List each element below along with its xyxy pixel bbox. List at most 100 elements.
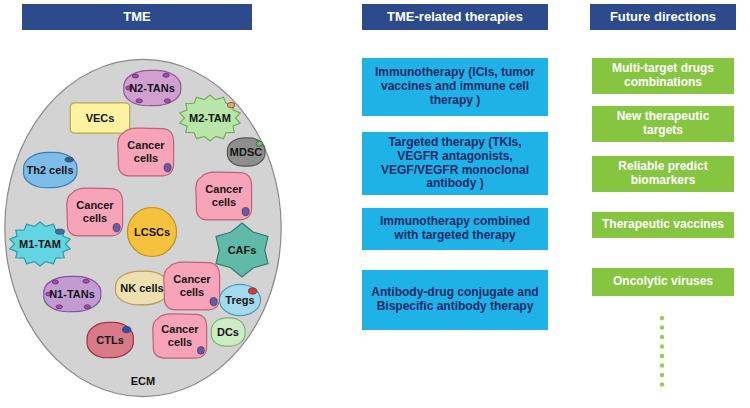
continuation-dot	[660, 363, 664, 367]
cell-shape: M1-TAM	[9, 222, 71, 266]
box-label: TME-related therapies	[387, 10, 523, 25]
cell-shape: NK cells	[112, 269, 172, 307]
therapy-box: Immunotherapy combined with targeted the…	[362, 208, 548, 250]
therapy-box: Targeted therapy (TKIs, VEGFR antagonist…	[362, 132, 548, 195]
column-header: Future directions	[590, 4, 736, 30]
cell-shape-outline	[10, 222, 70, 266]
cell-label: Cancer cells	[165, 273, 219, 298]
box-label: Future directions	[610, 10, 716, 25]
box-label: Immunotherapy combined with targeted the…	[368, 215, 542, 243]
granule	[164, 99, 170, 103]
cell-shape-outline	[180, 95, 240, 141]
box-label: Multi-target drugs combinations	[598, 62, 728, 90]
continuation-dot	[660, 344, 664, 348]
nucleus	[56, 229, 65, 234]
direction-box: Therapeutic vaccines	[592, 212, 734, 238]
cell-label: Cancer cells	[119, 139, 173, 164]
cell-shape-outline	[44, 276, 101, 311]
cell-shape: Cancer cells	[194, 170, 254, 222]
nucleus	[227, 102, 234, 108]
continuation-dots	[660, 316, 664, 387]
cell-label: Tregs	[225, 294, 254, 307]
box-label: Reliable predict biomarkers	[598, 160, 728, 188]
continuation-dot	[660, 316, 664, 320]
continuation-dot	[660, 373, 664, 377]
therapy-box: Immunotherapy (ICIs, tumor vaccines and …	[362, 58, 548, 116]
cell-label: Cancer cells	[197, 183, 251, 208]
cell-label: MDSC	[230, 146, 262, 159]
nucleus	[65, 157, 73, 162]
cell-shape-outline	[128, 208, 177, 257]
cell-label: CTLs	[96, 334, 124, 347]
box-label: Antibody-drug conjugate and Bispecific a…	[368, 286, 542, 314]
granule	[163, 73, 169, 77]
cell-shape-outline	[115, 271, 169, 305]
tme-circle: ECMN2-TANsVECsM2-TAMCancer cellsTh2 cell…	[2, 56, 284, 400]
nucleus	[113, 223, 120, 231]
nucleus	[248, 288, 256, 294]
cell-shape-outline	[67, 188, 123, 236]
cell-shape-outline	[153, 314, 207, 358]
granule	[83, 279, 89, 283]
cell-label: VECs	[86, 112, 115, 125]
cell-shape-outline	[227, 138, 265, 166]
direction-box: New therapeutic targets	[592, 106, 734, 142]
cell-shape: DCs	[209, 316, 247, 348]
cell-shape-outline	[216, 223, 268, 277]
continuation-dot	[660, 354, 664, 358]
cell-label: Th2 cells	[26, 164, 73, 177]
cell-shape: N1-TANs	[40, 274, 104, 314]
cell-shape-outline	[70, 103, 130, 133]
granule	[136, 99, 142, 103]
cell-shape: Tregs	[219, 284, 261, 316]
cell-shape: LCSCs	[127, 207, 177, 257]
cell-label: Cancer cells	[154, 323, 206, 348]
box-label: New therapeutic targets	[598, 110, 728, 138]
granule	[84, 305, 90, 309]
cell-shape-outline	[211, 318, 245, 346]
cell-shape: Cancer cells	[151, 312, 209, 360]
nucleus	[164, 163, 171, 171]
cell-shape-outline	[87, 322, 134, 357]
direction-box: Oncolytic viruses	[592, 268, 734, 296]
box-label: Immunotherapy (ICIs, tumor vaccines and …	[368, 66, 542, 107]
granule	[52, 280, 58, 284]
continuation-dot	[660, 325, 664, 329]
cell-shape: Cancer cells	[65, 186, 125, 238]
cell-shape-outline	[23, 152, 77, 187]
direction-box: Multi-target drugs combinations	[592, 58, 734, 94]
granule	[56, 305, 62, 309]
cell-label: M2-TAM	[189, 112, 231, 125]
cell-shape-outline	[219, 284, 260, 315]
cell-label: ECM	[131, 375, 155, 388]
cell-shape-outline	[124, 70, 181, 105]
box-label: TME	[123, 10, 150, 25]
cell-shape: Th2 cells	[20, 150, 80, 190]
cell-shape: MDSC	[225, 136, 267, 168]
nucleus	[122, 326, 130, 332]
cell-label: N2-TANs	[129, 82, 175, 95]
cell-shape: CAFs	[212, 223, 272, 277]
cell-label: N1-TANs	[49, 288, 95, 301]
nucleus	[256, 141, 263, 146]
tme-circle-outline	[5, 59, 281, 396]
cell-label: LCSCs	[134, 226, 170, 239]
cell-shape: Cancer cells	[162, 260, 222, 312]
box-label: Targeted therapy (TKIs, VEGFR antagonist…	[368, 136, 542, 191]
nucleus	[197, 347, 204, 355]
cell-shape-outline	[196, 172, 252, 220]
cell-shape: Cancer cells	[116, 126, 176, 178]
cell-label: CAFs	[228, 244, 257, 257]
cell-label: Cancer cells	[68, 199, 122, 224]
cell-label: M1-TAM	[19, 238, 61, 251]
cell-label: DCs	[217, 326, 239, 339]
direction-box: Reliable predict biomarkers	[592, 156, 734, 192]
cell-label: NK cells	[120, 282, 163, 295]
granule	[132, 74, 138, 78]
box-label: Oncolytic viruses	[613, 275, 713, 289]
continuation-dot	[660, 335, 664, 339]
nucleus	[242, 207, 249, 215]
cell-shape-outline	[118, 128, 174, 176]
cell-shape: VECs	[69, 102, 131, 134]
continuation-dot	[660, 382, 664, 386]
